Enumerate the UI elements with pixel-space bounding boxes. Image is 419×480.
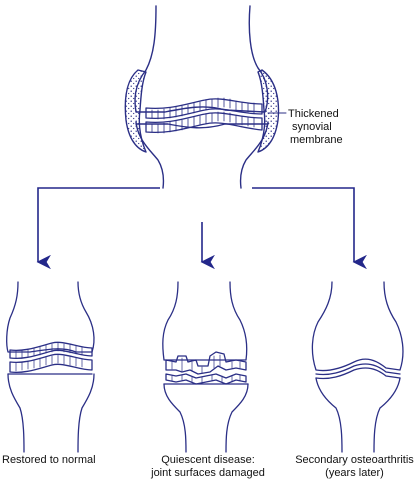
outcome-right-line-2: (years later) bbox=[325, 467, 384, 479]
arrow-to-right bbox=[252, 187, 367, 270]
top-joint bbox=[124, 5, 287, 189]
outcome-right-caption: Secondary osteoarthritis (years later) bbox=[292, 454, 417, 480]
right-joint bbox=[311, 281, 404, 453]
callout-line-3: membrane bbox=[290, 134, 343, 146]
outcome-left-caption: Restored to normal bbox=[2, 454, 96, 467]
outcome-left-line-1: Restored to normal bbox=[2, 454, 96, 466]
arrow-to-left bbox=[36, 187, 160, 270]
synovial-callout-label: Thickened synovial membrane bbox=[288, 108, 343, 147]
callout-line-2: synovial bbox=[292, 121, 332, 133]
left-joint bbox=[6, 281, 95, 453]
outcome-middle-line-1: Quiescent disease: bbox=[161, 454, 255, 466]
branch-arrows bbox=[36, 187, 367, 270]
top-cartilage-lower bbox=[145, 112, 263, 134]
outcome-right-line-1: Secondary osteoarthritis bbox=[295, 454, 414, 466]
synovial-membrane-left bbox=[124, 69, 147, 153]
top-femur-outline bbox=[134, 5, 269, 113]
top-cartilage-upper bbox=[145, 98, 263, 120]
synovial-membrane-right bbox=[257, 69, 280, 153]
callout-line-1: Thickened bbox=[288, 108, 339, 120]
outcome-middle-caption: Quiescent disease: joint surfaces damage… bbox=[146, 454, 270, 480]
middle-joint bbox=[162, 281, 249, 453]
outcome-middle-line-2: joint surfaces damaged bbox=[151, 467, 265, 479]
